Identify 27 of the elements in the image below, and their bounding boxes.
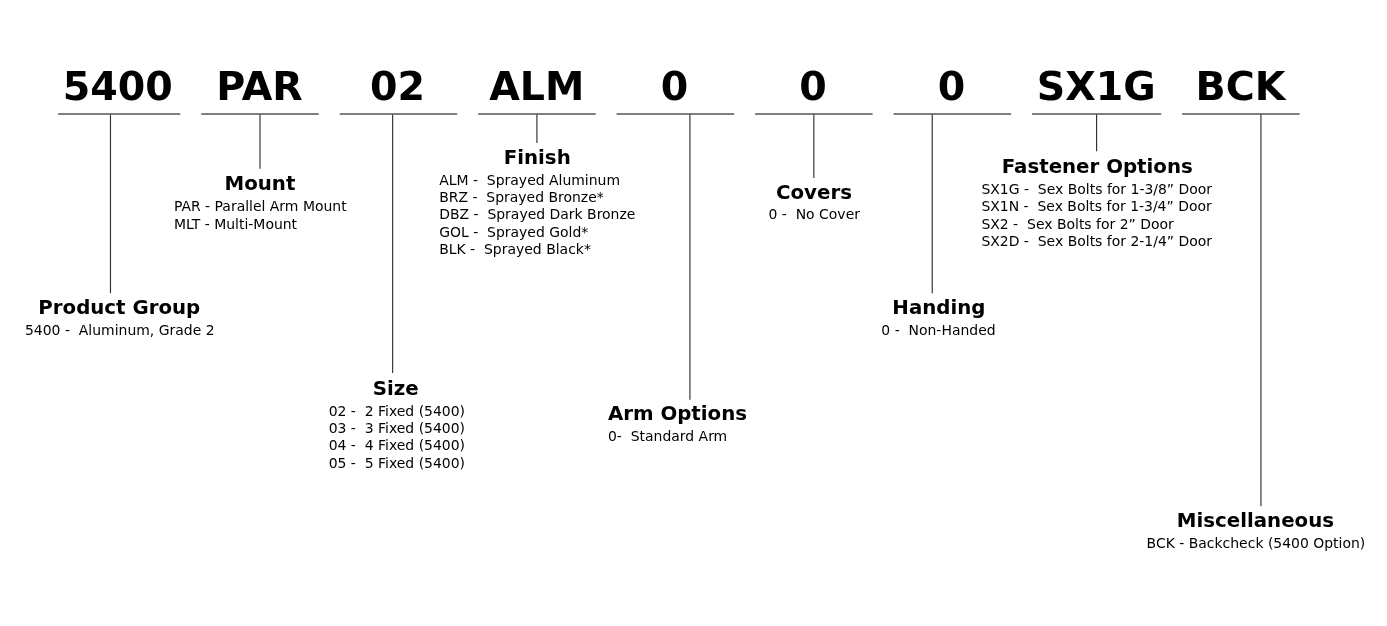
node-text: 02 [369, 63, 425, 110]
node-text: Arm Options 0- Standard Arm [607, 402, 747, 445]
node-text: Finish ALM - Sprayed Aluminum BRZ - Sprayed Bronze* DBZ - Sprayed Dark Bronze GOL - Sprayed Gold* BLK - Sprayed Black* [438, 145, 635, 258]
connector [109, 114, 111, 294]
node-text: Handing 0 - Non-Handed [880, 295, 996, 338]
node-text: Size 02 - 2 Fixed (5400) 03 - 3 Fixed (5400) 04 - 4 Fixed (5400) 05 - 5 Fixed (5400) [328, 376, 465, 471]
node-text: Fastener Options SX1G - Sex Bolts for 1-3/8” Door SX1N - Sex Bolts for 1-3/4” Door SX2 - Sex Bolts for 2” Door SX2D - Sex Bolts for 2-1/4” Door [980, 154, 1212, 250]
node-text: 0 [660, 63, 688, 110]
node-text: Mount PAR - Parallel Arm Mount MLT - Multi-Mount [173, 172, 347, 232]
node-text: BCK [1194, 63, 1285, 110]
node-text: 0 [937, 63, 965, 110]
node-text: 5400 [62, 63, 173, 110]
node-text: Product Group 5400 - Aluminum, Grade 2 [24, 295, 215, 338]
node-text: Covers 0 - No Cover [767, 180, 860, 223]
node-text: ALM [488, 63, 584, 110]
node-text: SX1G [1036, 63, 1156, 110]
connector [688, 114, 690, 401]
node-text: PAR [215, 63, 303, 110]
connector [1259, 114, 1261, 507]
connector [258, 114, 261, 170]
connector [812, 114, 814, 179]
connector [535, 114, 537, 144]
node-text: Miscellaneous BCK - Backcheck (5400 Option) [1146, 508, 1365, 551]
node-text: 0 [798, 63, 827, 110]
connector [1095, 114, 1097, 152]
connector [391, 114, 393, 374]
connector [931, 114, 933, 294]
